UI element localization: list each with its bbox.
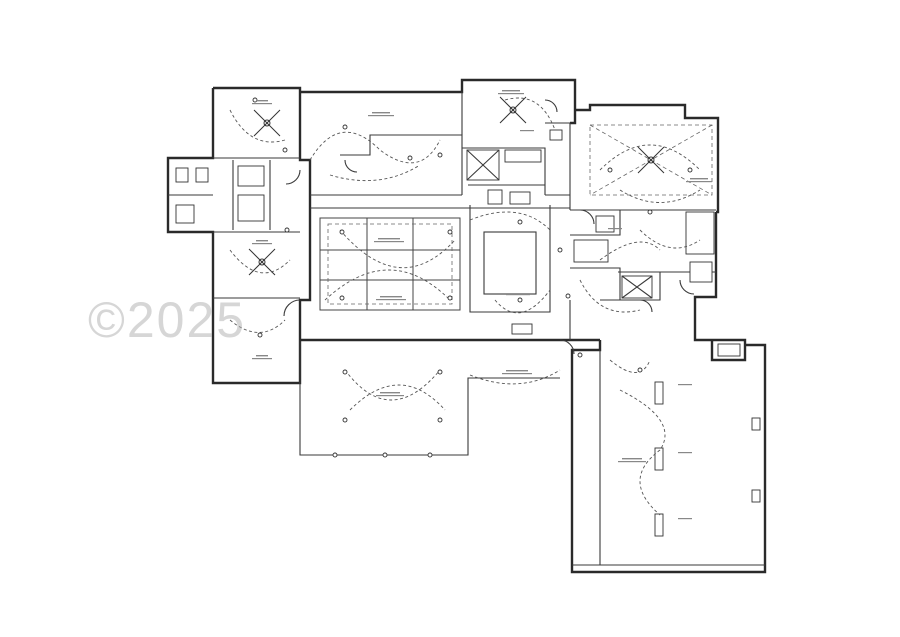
central-upper-wall — [300, 78, 577, 125]
door-swings — [283, 99, 695, 355]
electrical-symbols — [252, 97, 693, 458]
ceiling-fan-icon — [637, 146, 665, 174]
bathroom-fixtures — [175, 129, 741, 357]
electrical-wiring — [229, 97, 701, 516]
porch-outline — [299, 340, 560, 456]
garage-fixtures — [654, 381, 761, 537]
right-upper-wall — [575, 103, 720, 214]
garage-wall — [570, 340, 767, 574]
room-label-marks — [252, 90, 712, 520]
left-wing-wall — [166, 86, 312, 385]
dining-grid — [319, 217, 461, 311]
ceiling-fan-icon — [248, 248, 276, 276]
right-side-wall — [693, 212, 747, 362]
ceiling-fan-icon — [499, 96, 527, 124]
ceiling-fan-icon — [253, 109, 281, 137]
kitchen-island — [483, 231, 537, 295]
